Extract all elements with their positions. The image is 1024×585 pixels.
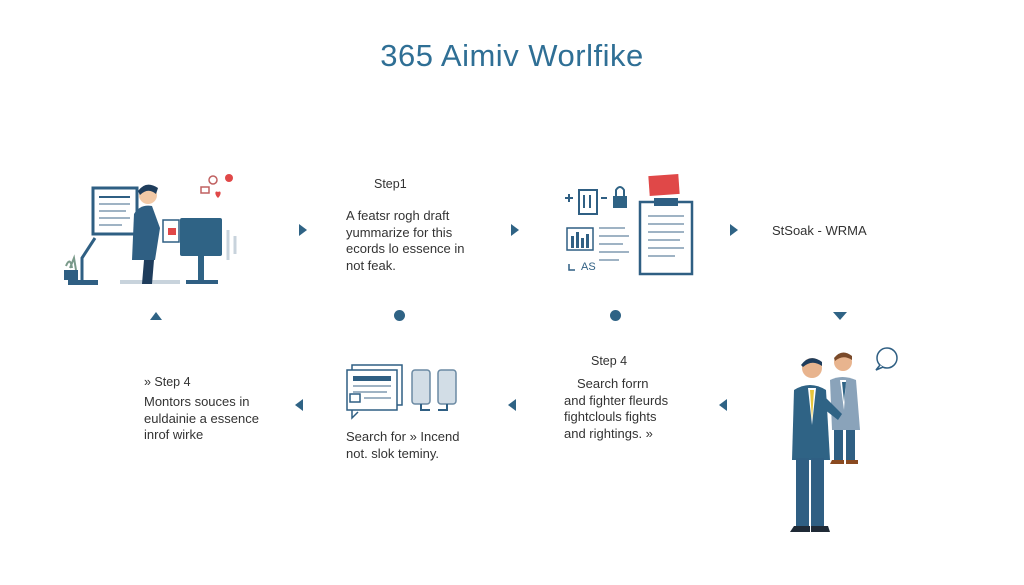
step1-label: Step1: [374, 177, 407, 191]
stage-label: StSoak - WRMA: [772, 223, 867, 238]
arrow-right-2: [511, 224, 519, 236]
middle-text-line: not. slok teminy.: [346, 445, 439, 461]
right-text-line: and fighter fleurds: [564, 392, 669, 408]
step1-text: A featsr rogh draft yummarize for this e…: [346, 208, 465, 274]
step1-text-line: ecords lo essence in: [346, 241, 465, 256]
step1-text-line: yummarize for this: [346, 224, 453, 240]
middle-text-line: Search for » Incend: [346, 429, 460, 444]
documents-and-phones-illustration: [346, 364, 457, 420]
left-text-line: inrof wirke: [144, 427, 204, 442]
diagram-title: 365 Aimiv Worlfike: [380, 38, 644, 73]
documents-and-charts-illustration: AS: [565, 173, 694, 276]
left-text-line: euldainie a essence: [144, 410, 259, 426]
arrow-left-2: [508, 399, 516, 411]
arrow-left-3: [719, 399, 727, 411]
middle-text: Search for » Incend not. slok teminy.: [346, 429, 459, 462]
arrow-right-1: [299, 224, 307, 236]
arrow-down: [833, 312, 847, 320]
person-at-computer-illustration: [64, 174, 237, 285]
step1-text-line: A featsr rogh draft: [346, 208, 450, 223]
left-text-line: Montors souces in: [144, 394, 250, 409]
step1-text-line: not feak.: [346, 257, 396, 273]
arrow-up: [150, 312, 162, 320]
step4-left-label: » Step 4: [144, 375, 191, 389]
connector-dot-1: [394, 310, 405, 321]
right-text-line: fightclouls fights: [564, 409, 657, 424]
right-text-line: and rightings. »: [564, 425, 653, 441]
arrow-right-3: [730, 224, 738, 236]
step4-right-label: Step 4: [591, 354, 628, 368]
step4-left-text: Montors souces in euldainie a essence in…: [144, 394, 259, 444]
chart-tag: AS: [581, 261, 596, 273]
step4-right-text: Search forrn and fighter fleurds fightcl…: [564, 376, 668, 442]
connector-dot-2: [610, 310, 621, 321]
arrow-left-1: [295, 399, 303, 411]
two-businessmen-illustration: [790, 347, 898, 532]
right-text-line: Search forrn: [577, 376, 649, 391]
